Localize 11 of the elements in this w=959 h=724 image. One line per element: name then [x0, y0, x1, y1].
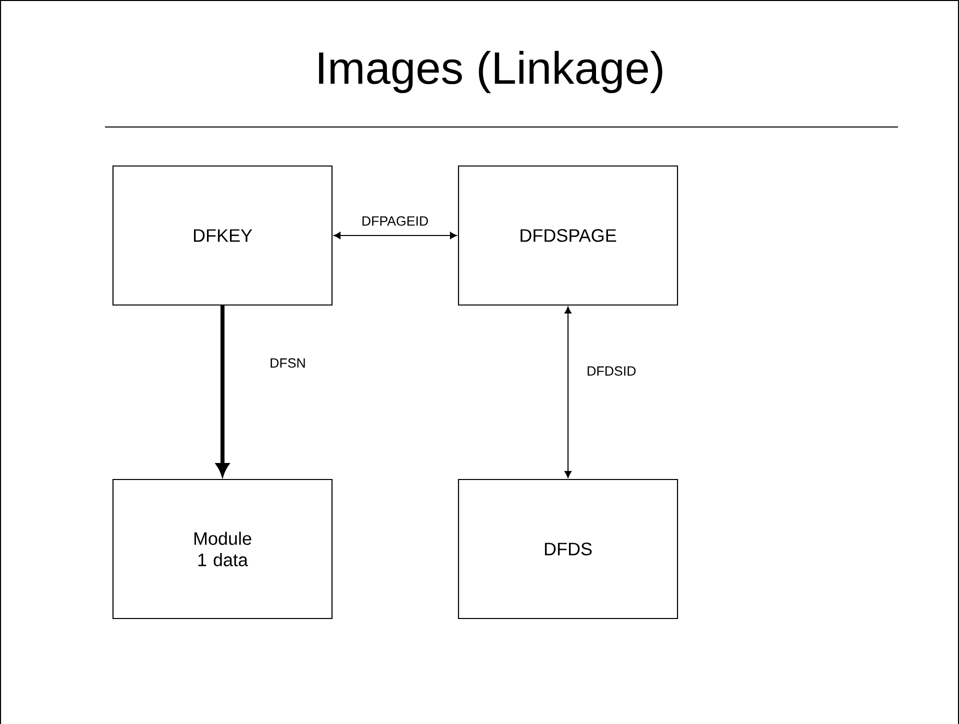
- slide-title: Images (Linkage): [319, 50, 662, 94]
- edge-label: DFPAGEID: [360, 214, 430, 228]
- process-box: Module 1 data: [112, 478, 333, 620]
- process-box: DFDS: [458, 478, 678, 620]
- process-box: DFDSPAGE: [458, 165, 678, 306]
- arrow: [216, 306, 229, 476]
- edge-label: DFSN: [268, 356, 308, 370]
- arrow: [334, 232, 457, 239]
- arrow: [564, 306, 572, 478]
- process-box: DFKEY: [112, 165, 333, 306]
- edge-label: DFDSID: [585, 364, 638, 378]
